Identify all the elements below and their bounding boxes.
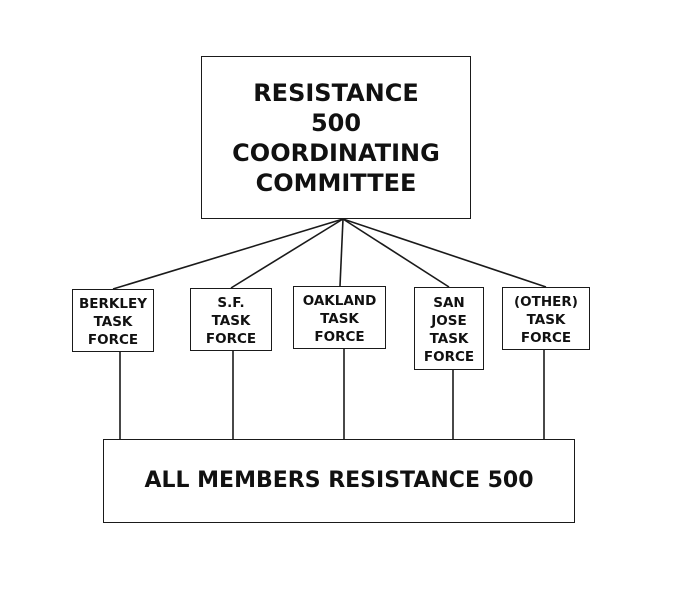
sf-task-force-label: S.F. TASK FORCE (205, 294, 257, 347)
berkley-task-force-box: BERKLEY TASK FORCE (72, 289, 154, 352)
connector-committee-oakland (339, 218, 344, 287)
connector-committee-sf (230, 218, 344, 289)
sf-task-force-box: S.F. TASK FORCE (190, 288, 272, 351)
connector-committee-berkley (112, 218, 344, 290)
all-members-label: ALL MEMBERS RESISTANCE 500 (144, 468, 534, 493)
oakland-task-force-label: OAKLAND TASK FORCE (302, 292, 377, 345)
san-jose-task-force-label: SAN JOSE TASK FORCE (423, 294, 475, 365)
all-members-box: ALL MEMBERS RESISTANCE 500 (103, 439, 575, 523)
berkley-task-force-label: BERKLEY TASK FORCE (79, 295, 147, 348)
connector-committee-sanjose (342, 218, 450, 288)
connector-committee-other (342, 218, 547, 288)
other-task-force-box: (OTHER) TASK FORCE (502, 287, 590, 350)
coordinating-committee-box: RESISTANCE 500 COORDINATING COMMITTEE (201, 56, 471, 219)
san-jose-task-force-box: SAN JOSE TASK FORCE (414, 287, 484, 370)
coordinating-committee-label: RESISTANCE 500 COORDINATING COMMITTEE (232, 78, 440, 197)
oakland-task-force-box: OAKLAND TASK FORCE (293, 286, 386, 349)
other-task-force-label: (OTHER) TASK FORCE (514, 293, 578, 346)
